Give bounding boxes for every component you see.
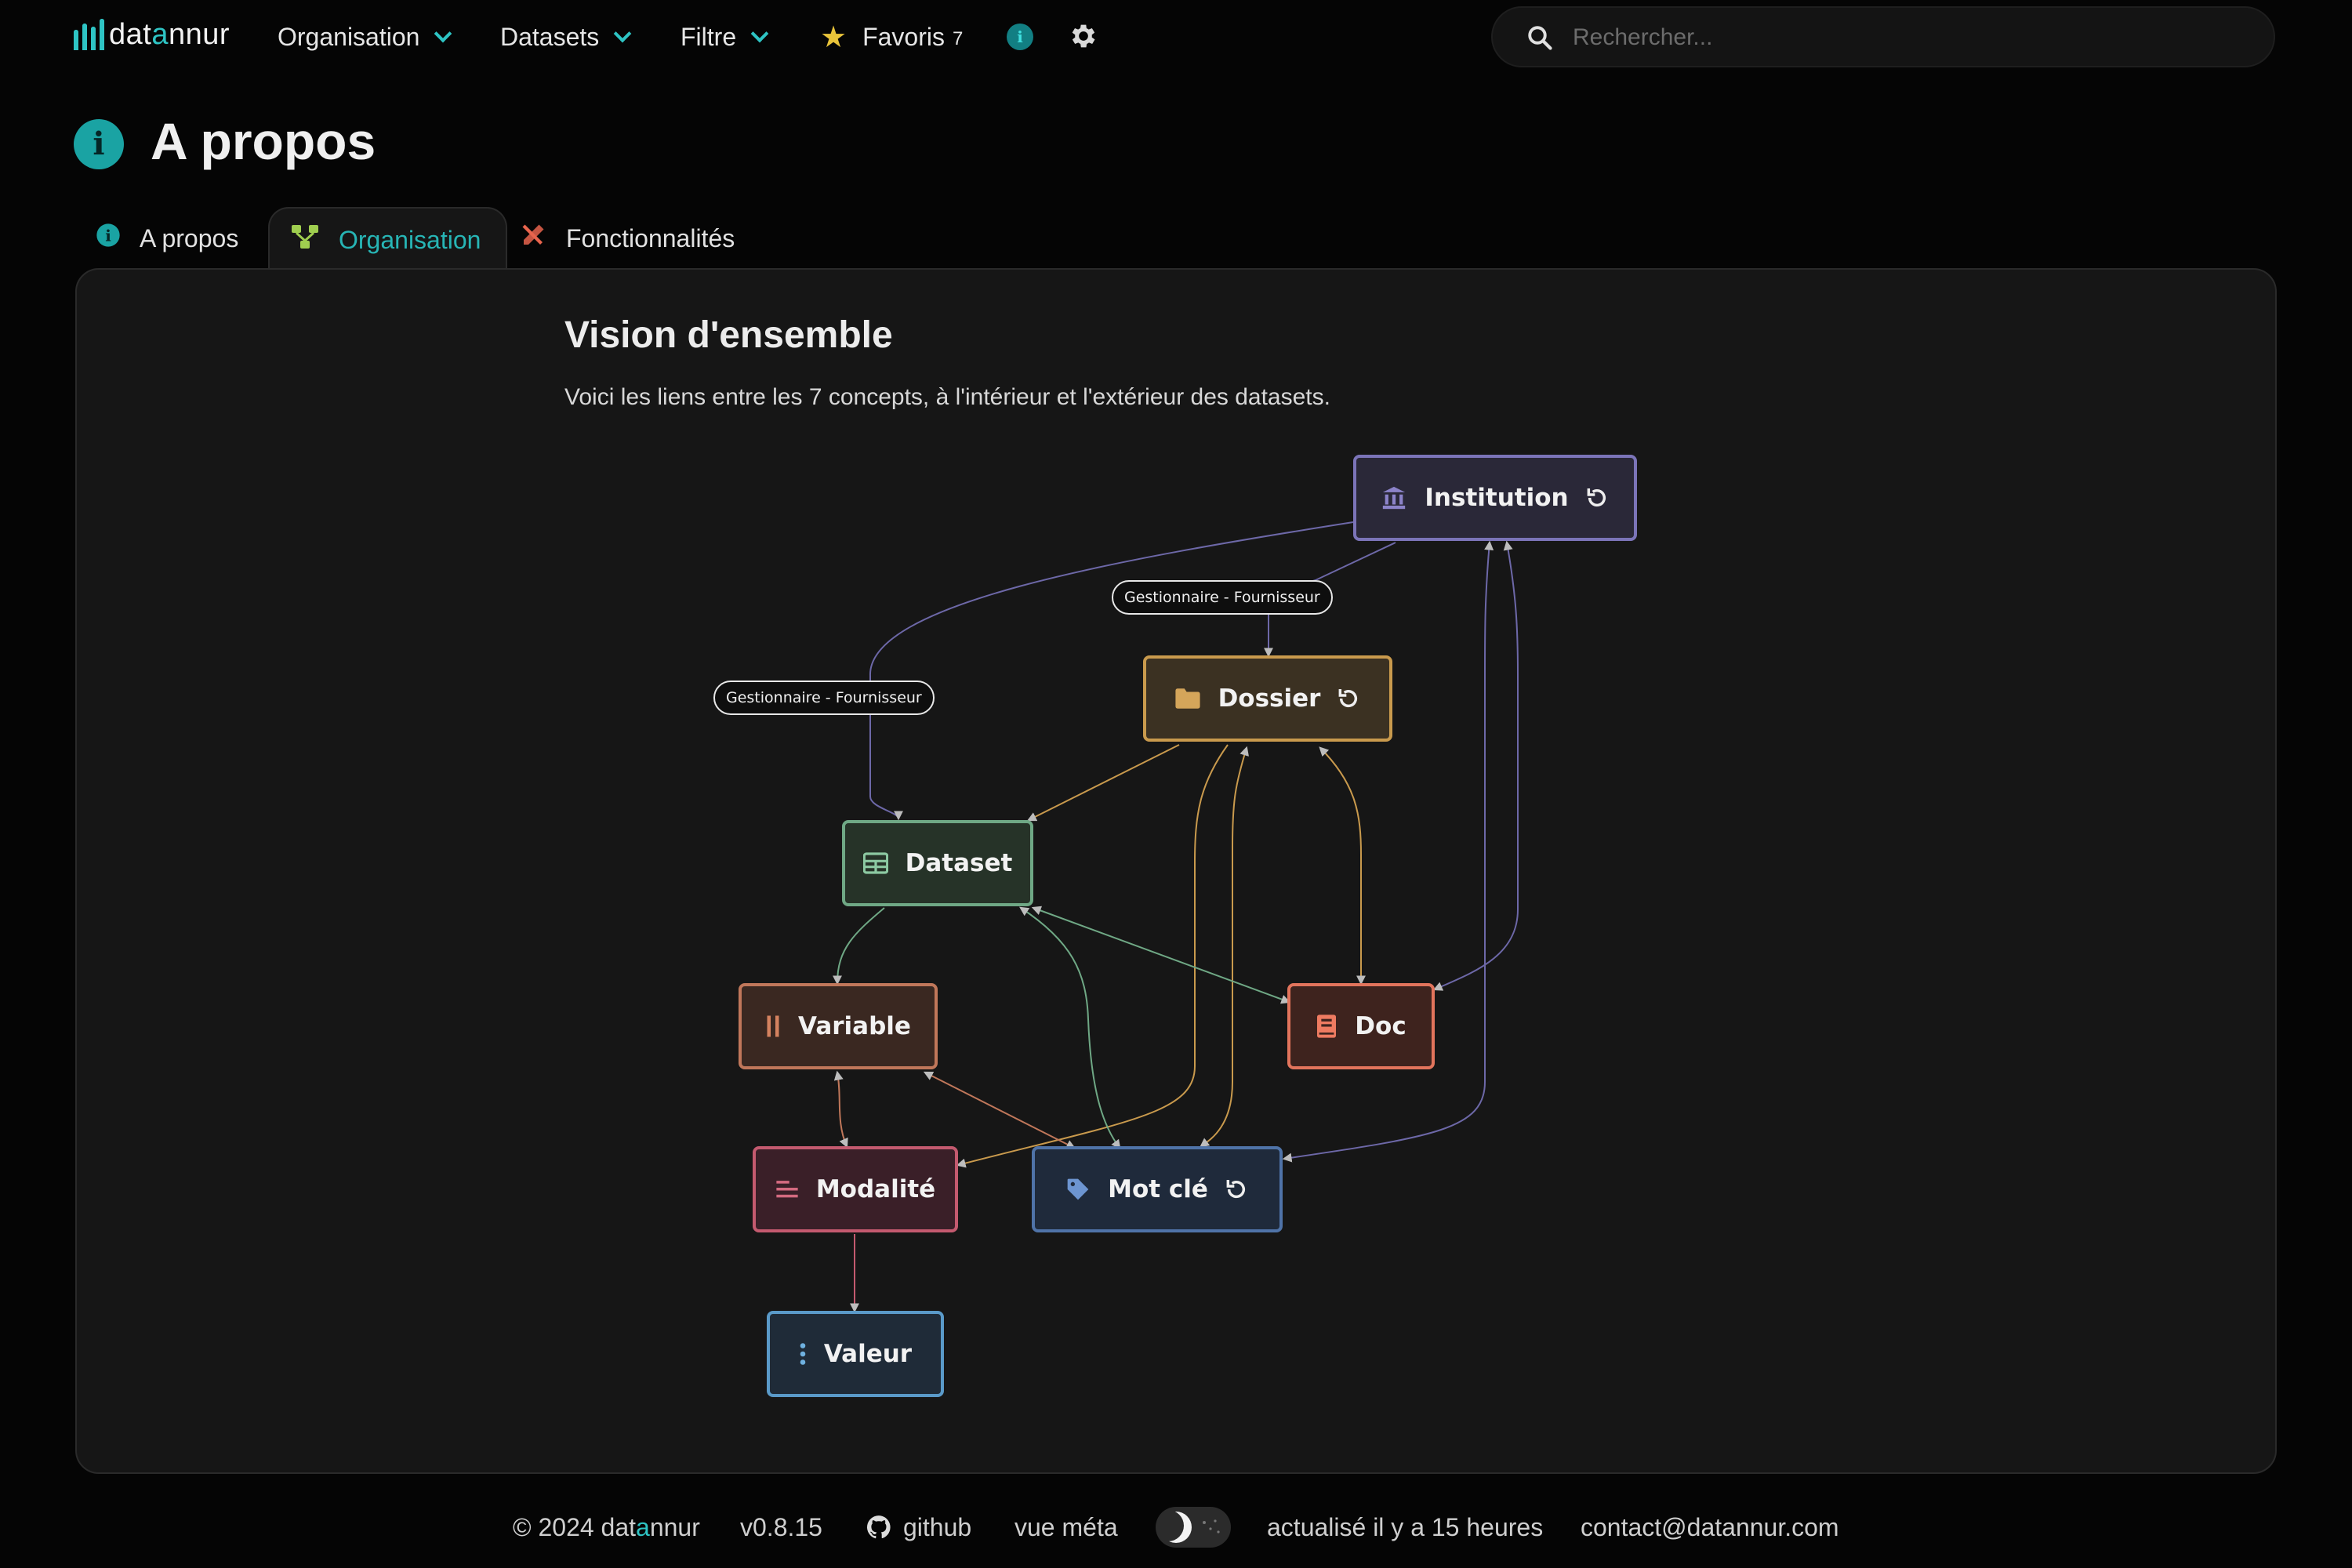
node-valeur[interactable]: Valeur bbox=[767, 1311, 944, 1397]
node-variable[interactable]: Variable bbox=[739, 983, 938, 1069]
tools-icon bbox=[519, 221, 547, 256]
tag-icon bbox=[1065, 1177, 1091, 1202]
tab-fonctionnalites[interactable]: Fonctionnalités bbox=[499, 207, 760, 270]
search-bar[interactable] bbox=[1491, 6, 2275, 67]
top-navigation-bar: datannur Organisation Datasets Filtre ★ … bbox=[0, 0, 2352, 75]
reset-icon[interactable] bbox=[1584, 485, 1610, 510]
search-input[interactable] bbox=[1573, 19, 2247, 56]
nav-datasets-menu[interactable]: Datasets bbox=[500, 17, 632, 56]
node-label: Doc bbox=[1355, 1012, 1406, 1040]
table-icon bbox=[862, 852, 888, 874]
node-institution[interactable]: Institution bbox=[1353, 455, 1637, 541]
book-icon bbox=[1316, 1014, 1338, 1039]
nav-filtre-label: Filtre bbox=[681, 22, 737, 51]
node-doc[interactable]: Doc bbox=[1287, 983, 1435, 1069]
chevron-down-icon bbox=[434, 24, 452, 43]
moon-icon bbox=[1160, 1512, 1192, 1543]
reset-icon[interactable] bbox=[1224, 1177, 1249, 1202]
footer-version[interactable]: v0.8.15 bbox=[740, 1512, 822, 1541]
page-title: A propos bbox=[151, 112, 376, 170]
node-label: Modalité bbox=[815, 1175, 936, 1203]
node-label: Dataset bbox=[905, 849, 1013, 877]
nav-favoris-label: Favoris bbox=[862, 22, 945, 51]
nav-favoris-link[interactable]: ★ Favoris 7 bbox=[820, 17, 963, 56]
institution-icon bbox=[1381, 485, 1407, 511]
tab-organisation[interactable]: Organisation bbox=[268, 207, 508, 271]
info-circle-icon: i bbox=[74, 119, 124, 169]
list-icon bbox=[775, 1178, 799, 1200]
chevron-down-icon bbox=[613, 24, 632, 43]
favoris-count: 7 bbox=[952, 28, 964, 49]
node-label: Institution bbox=[1425, 484, 1569, 512]
node-dataset[interactable]: Dataset bbox=[842, 820, 1033, 906]
logo[interactable]: datannur bbox=[74, 16, 230, 50]
footer-updated: actualisé il y a 15 heures bbox=[1267, 1512, 1544, 1541]
tab-label: Organisation bbox=[339, 225, 481, 254]
copyright-text: © 2024 dat bbox=[513, 1512, 637, 1541]
nav-organisation-label: Organisation bbox=[278, 22, 420, 51]
dark-mode-toggle[interactable] bbox=[1156, 1507, 1231, 1548]
columns-icon bbox=[765, 1014, 781, 1038]
section-title: Vision d'ensemble bbox=[564, 314, 893, 356]
reset-icon[interactable] bbox=[1336, 686, 1361, 711]
github-label: github bbox=[903, 1512, 972, 1541]
node-label: Variable bbox=[798, 1012, 911, 1040]
gear-icon[interactable] bbox=[1068, 20, 1099, 52]
tab-label: Fonctionnalités bbox=[566, 223, 735, 252]
node-mot-cle[interactable]: Mot clé bbox=[1032, 1146, 1283, 1232]
info-icon[interactable]: i bbox=[1007, 24, 1033, 50]
svg-text:i: i bbox=[105, 226, 111, 245]
edge-label-institution-dataset: Gestionnaire - Fournisseur bbox=[713, 681, 935, 715]
section-description: Voici les liens entre les 7 concepts, à … bbox=[564, 384, 1330, 410]
nav-datasets-label: Datasets bbox=[500, 22, 600, 51]
node-dossier[interactable]: Dossier bbox=[1143, 655, 1392, 742]
node-label: Mot clé bbox=[1108, 1175, 1208, 1203]
copyright-suffix: nnur bbox=[649, 1512, 700, 1541]
tab-label: A propos bbox=[140, 223, 239, 252]
tab-a-propos[interactable]: i A propos bbox=[75, 207, 263, 270]
star-icon: ★ bbox=[820, 20, 848, 54]
nav-filtre-menu[interactable]: Filtre bbox=[681, 17, 769, 56]
node-label: Dossier bbox=[1218, 684, 1321, 713]
sitemap-icon bbox=[290, 223, 320, 256]
dots-vertical-icon bbox=[799, 1342, 807, 1366]
info-icon: i bbox=[96, 223, 121, 254]
chevron-down-icon bbox=[750, 24, 769, 43]
footer-github-link[interactable]: github bbox=[866, 1505, 971, 1549]
footer-meta-link[interactable]: vue méta bbox=[1014, 1512, 1118, 1541]
logo-bars-icon bbox=[74, 19, 104, 50]
node-label: Valeur bbox=[823, 1340, 913, 1368]
footer-contact-link[interactable]: contact@datannur.com bbox=[1581, 1512, 1839, 1541]
stars-icon bbox=[1203, 1519, 1220, 1534]
github-icon bbox=[866, 1515, 891, 1539]
content-card bbox=[75, 268, 2277, 1474]
copyright-accent: a bbox=[636, 1512, 650, 1541]
node-modalite[interactable]: Modalité bbox=[753, 1146, 958, 1232]
logo-wordmark: datannur bbox=[109, 18, 230, 51]
edge-label-institution-dossier: Gestionnaire - Fournisseur bbox=[1112, 580, 1333, 615]
search-icon bbox=[1528, 26, 1552, 50]
nav-organisation-menu[interactable]: Organisation bbox=[278, 17, 452, 56]
folder-icon bbox=[1174, 687, 1201, 710]
